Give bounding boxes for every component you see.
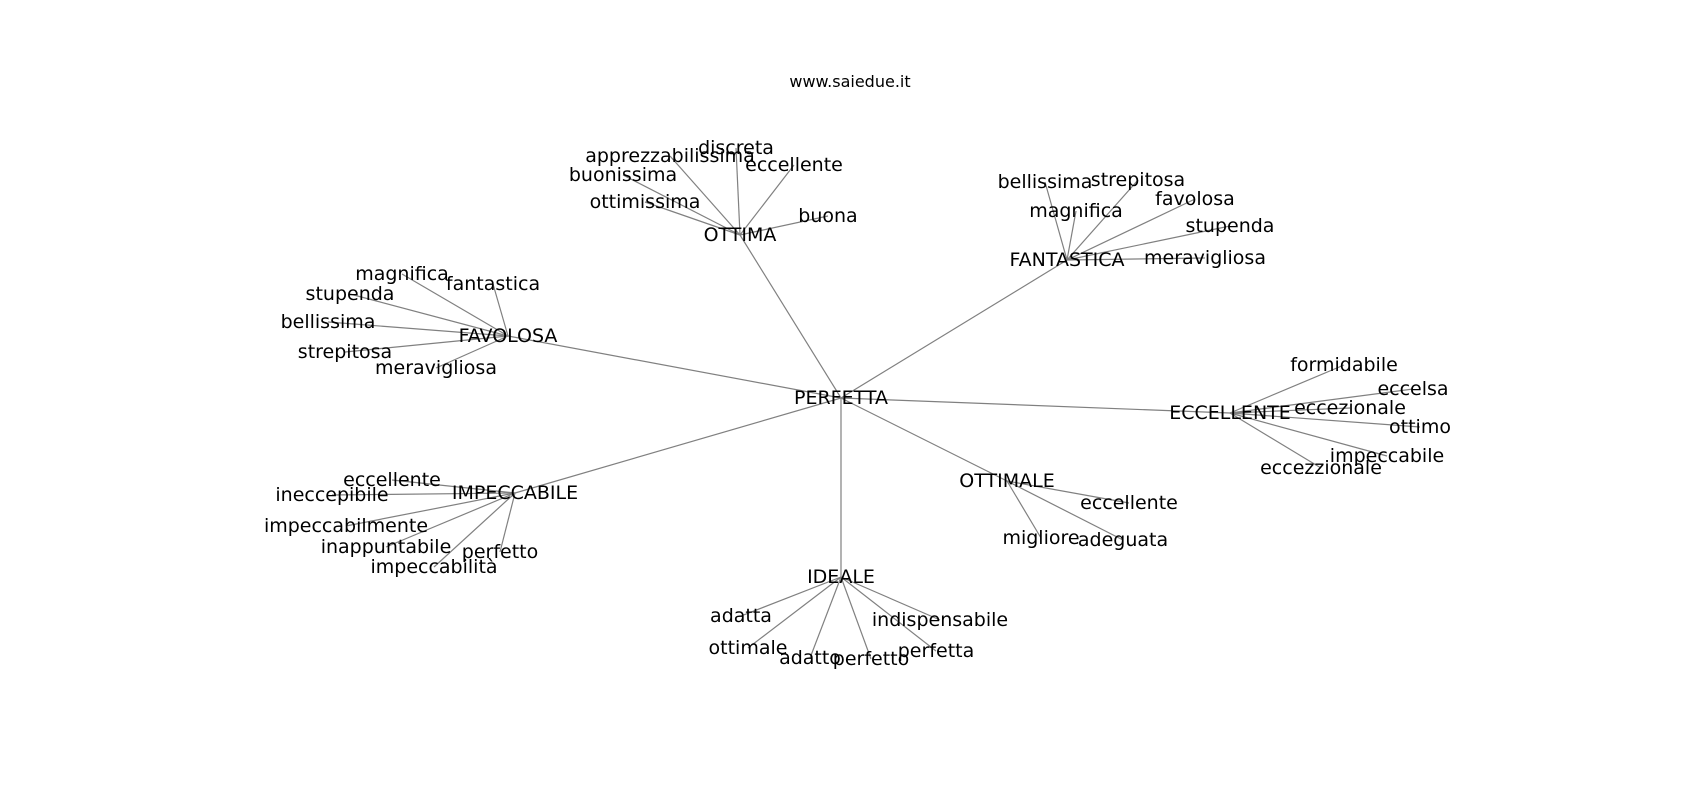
labels-layer: PERFETTAOTTIMAapprezzabilissimadiscretae… <box>264 137 1451 670</box>
leaf-node-ideale-adatta: adatta <box>710 605 772 627</box>
edge-fantastica-meravigliosa <box>1066 257 1206 261</box>
edge-ottima-ottimissima <box>644 201 741 236</box>
edge-center-favolosa <box>507 335 842 399</box>
edge-center-ottimale <box>840 397 1008 482</box>
edges-layer <box>327 147 1421 660</box>
leaf-node-favolosa-fantastica: fantastica <box>446 273 540 295</box>
edge-favolosa-strepitosa <box>344 335 509 353</box>
edge-eccellente-eccelsa <box>1229 388 1414 414</box>
edge-ideale-perfetto <box>840 576 872 660</box>
edge-ideale-indispensabile <box>840 576 941 621</box>
leaf-node-fantastica-favolosa: favolosa <box>1155 188 1235 210</box>
leaf-node-ottima-buonissima: buonissima <box>569 164 677 186</box>
edge-eccellente-eccezzionale <box>1229 412 1322 469</box>
watermark: www.saiedue.it <box>789 72 911 91</box>
edge-fantastica-strepitosa <box>1066 179 1139 261</box>
leaf-node-eccellente-eccezzionale: eccezzionale <box>1260 457 1382 479</box>
edge-ottima-discreta <box>735 147 741 236</box>
group-node-ottimale: OTTIMALE <box>959 470 1054 492</box>
leaf-node-ottimale-eccellente: eccellente <box>1080 492 1178 514</box>
leaf-node-favolosa-stupenda: stupenda <box>306 283 395 305</box>
leaf-node-fantastica-meravigliosa: meravigliosa <box>1144 247 1266 269</box>
leaf-node-impeccabile-perfetto: perfetto <box>462 541 538 563</box>
edge-impeccabile-perfetto <box>499 492 516 553</box>
center-node-label: PERFETTA <box>794 387 888 409</box>
leaf-node-impeccabile-ineccepibile: ineccepibile <box>275 484 388 506</box>
leaf-node-ideale-perfetta: perfetta <box>898 640 974 662</box>
leaf-node-impeccabile-impeccabilmente: impeccabilmente <box>264 515 428 537</box>
leaf-node-fantastica-bellissima: bellissima <box>998 171 1093 193</box>
group-node-ideale: IDEALE <box>807 566 875 588</box>
group-node-fantastica: FANTASTICA <box>1009 249 1124 271</box>
group-node-impeccabile: IMPECCABILE <box>452 482 578 504</box>
leaf-node-ideale-ottimale: ottimale <box>709 637 788 659</box>
leaf-node-ottima-buona: buona <box>798 205 857 227</box>
edge-impeccabile-ineccepibile <box>331 492 516 496</box>
leaf-node-eccellente-eccelsa: eccelsa <box>1377 378 1448 400</box>
edge-favolosa-magnifica <box>401 273 509 337</box>
edge-ottimale-adeguata <box>1006 480 1124 541</box>
edge-impeccabile-impeccabilita <box>433 492 516 568</box>
edge-ottima-buonissima <box>622 174 741 236</box>
leaf-node-fantastica-stupenda: stupenda <box>1186 215 1275 237</box>
edge-favolosa-bellissima <box>327 321 509 337</box>
edge-fantastica-stupenda <box>1066 225 1231 261</box>
leaf-node-ideale-adatto: adatto <box>779 647 841 669</box>
edge-center-fantastica <box>840 259 1068 399</box>
edge-ideale-adatta <box>740 576 842 617</box>
leaf-node-impeccabile-eccellente: eccellente <box>343 469 441 491</box>
edge-ottima-apprezzabilissima <box>669 155 741 236</box>
leaf-node-ottima-apprezzabilissima: apprezzabilissima <box>585 145 755 167</box>
edge-ottima-eccellente <box>739 164 795 236</box>
edge-eccellente-formidabile <box>1229 364 1345 414</box>
leaf-node-eccellente-formidabile: formidabile <box>1290 354 1398 376</box>
edge-favolosa-fantastica <box>492 283 509 337</box>
leaf-node-fantastica-strepitosa: strepitosa <box>1091 169 1185 191</box>
leaf-node-eccellente-ottimo: ottimo <box>1389 416 1451 438</box>
leaf-node-ottima-ottimissima: ottimissima <box>590 191 701 213</box>
leaf-node-ottima-discreta: discreta <box>698 137 774 159</box>
leaf-node-ideale-perfetto: perfetto <box>833 648 909 670</box>
edge-fantastica-magnifica <box>1066 210 1077 261</box>
leaf-node-ottimale-adeguata: adeguata <box>1078 529 1168 551</box>
edge-ideale-perfetta <box>840 576 937 652</box>
edge-ottimale-migliore <box>1006 480 1042 539</box>
edge-favolosa-meravigliosa <box>435 335 509 369</box>
leaf-node-favolosa-strepitosa: strepitosa <box>298 341 392 363</box>
edge-ideale-ottimale <box>747 576 842 649</box>
group-node-eccellente: ECCELLENTE <box>1169 402 1291 424</box>
leaf-node-impeccabile-impeccabilita: impeccabilità <box>370 556 497 578</box>
leaf-node-fantastica-magnifica: magnifica <box>1029 200 1123 222</box>
edge-impeccabile-impeccabilmente <box>345 492 516 527</box>
leaf-node-favolosa-bellissima: bellissima <box>281 311 376 333</box>
edge-center-impeccabile <box>514 397 842 494</box>
edge-center-eccellente <box>840 397 1231 414</box>
leaf-node-impeccabile-inappuntabile: inappuntabile <box>321 536 452 558</box>
edge-eccellente-ottimo <box>1229 412 1421 428</box>
group-node-ottima: OTTIMA <box>704 224 777 246</box>
edge-eccellente-impeccabile <box>1229 412 1388 457</box>
leaf-node-favolosa-meravigliosa: meravigliosa <box>375 357 497 379</box>
edge-impeccabile-inappuntabile <box>385 492 516 548</box>
edge-fantastica-favolosa <box>1066 198 1196 261</box>
leaf-node-ideale-indispensabile: indispensabile <box>872 609 1008 631</box>
edge-eccellente-eccezionale <box>1229 407 1351 414</box>
edge-fantastica-bellissima <box>1044 181 1068 261</box>
edge-favolosa-stupenda <box>349 293 509 337</box>
group-node-favolosa: FAVOLOSA <box>459 325 558 347</box>
leaf-node-eccellente-eccezionale: eccezionale <box>1294 397 1406 419</box>
leaf-node-favolosa-magnifica: magnifica <box>355 263 449 285</box>
leaf-node-eccellente-impeccabile: impeccabile <box>1330 445 1444 467</box>
edge-center-ottima <box>739 234 842 399</box>
edge-impeccabile-eccellente <box>391 479 516 494</box>
edge-ideale-adatto <box>809 576 842 659</box>
edge-ottimale-eccellente <box>1006 480 1130 504</box>
leaf-node-ottima-eccellente: eccellente <box>745 154 843 176</box>
leaf-node-ottimale-migliore: migliore <box>1002 527 1079 549</box>
edge-ottima-buona <box>739 215 829 236</box>
